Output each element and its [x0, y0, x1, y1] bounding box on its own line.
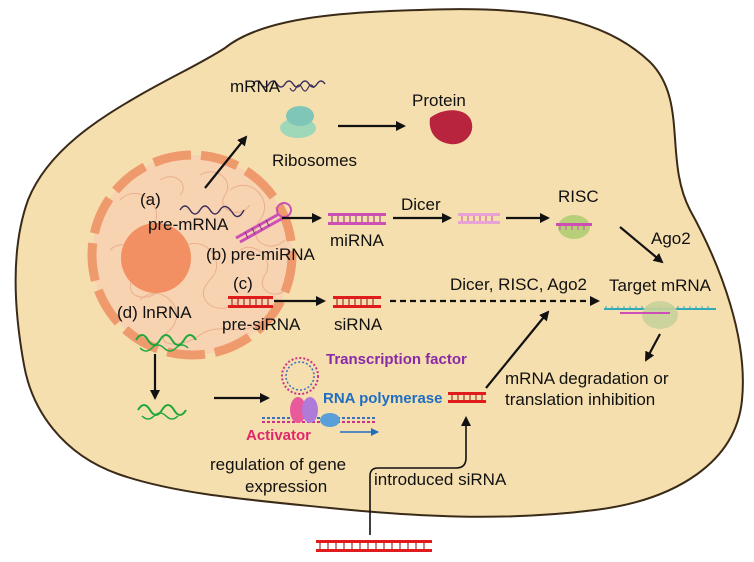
label-sirna: siRNA	[334, 315, 383, 334]
label-b: (b)	[206, 245, 227, 264]
lnrna-strand-cytoplasm-2	[141, 412, 179, 420]
label-pre-mirna: pre-miRNA	[231, 245, 316, 264]
mirna-processed	[458, 213, 500, 224]
arrow-external-to-introduced	[369, 416, 471, 535]
pre-sirna-duplex	[228, 296, 273, 308]
label-b-pre-mirna: (b)pre-miRNA	[206, 245, 316, 264]
label-mrna-degradation-1: mRNA degradation or	[505, 369, 669, 388]
label-d-lnrna: (d) lnRNA	[117, 303, 192, 322]
protein-icon	[429, 110, 473, 145]
lnrna-strand-cytoplasm	[137, 404, 187, 416]
lnrna-strand-nucleus	[135, 334, 197, 346]
label-ago2: Ago2	[651, 229, 691, 248]
label-a: (a)	[140, 190, 161, 209]
label-introduced-sirna: introduced siRNA	[374, 470, 507, 489]
label-dicer-risc-ago2: Dicer, RISC, Ago2	[450, 275, 587, 294]
arrow-target-to-degradation	[645, 333, 661, 362]
label-pre-mrna: pre-mRNA	[148, 215, 229, 234]
transcription-complex-icon	[262, 357, 379, 436]
label-protein: Protein	[412, 91, 466, 110]
rna-polymerase-protein	[320, 413, 340, 427]
transcription-factor-protein	[302, 397, 318, 423]
label-mrna-degradation-2: translation inhibition	[505, 390, 655, 409]
label-mirna: miRNA	[330, 231, 384, 250]
target-mrna-icon	[604, 301, 716, 329]
label-regulation-1: regulation of gene	[210, 455, 346, 474]
arrow-introduced-sirna-to-target	[485, 310, 550, 389]
external-sirna-duplex	[316, 540, 432, 552]
labels: mRNA Protein Ribosomes (a) pre-mRNA (b)p…	[117, 77, 712, 496]
label-mrna: mRNA	[230, 77, 281, 96]
sirna-duplex	[333, 296, 381, 308]
label-pre-sirna: pre-siRNA	[222, 315, 301, 334]
risc-complex-icon	[556, 215, 592, 239]
arrow-risc-to-target	[619, 226, 664, 264]
pre-mrna-strand	[179, 205, 245, 218]
mrna-strand-tail	[289, 84, 315, 92]
label-ribosomes: Ribosomes	[272, 151, 357, 170]
label-risc: RISC	[558, 187, 599, 206]
label-c: (c)	[233, 274, 253, 293]
label-rna-polymerase: RNA polymerase	[323, 390, 443, 407]
introduced-sirna-duplex	[448, 392, 486, 403]
cell-membrane	[14, 8, 744, 518]
mirna-duplex	[328, 213, 386, 225]
label-dicer: Dicer	[401, 195, 441, 214]
lnrna-strand-nucleus-2	[139, 344, 189, 352]
label-target-mrna: Target mRNA	[609, 276, 712, 295]
nucleolus	[121, 223, 191, 293]
label-activator: Activator	[246, 427, 311, 444]
arrow-pre-mrna-to-mrna	[204, 135, 248, 189]
nuclear-envelope	[87, 150, 297, 360]
label-regulation-2: expression	[245, 477, 327, 496]
arrows	[150, 121, 664, 535]
label-transcription-factor: Transcription factor	[326, 351, 467, 368]
activator-protein	[290, 397, 306, 423]
ribosome-icon	[280, 106, 316, 138]
